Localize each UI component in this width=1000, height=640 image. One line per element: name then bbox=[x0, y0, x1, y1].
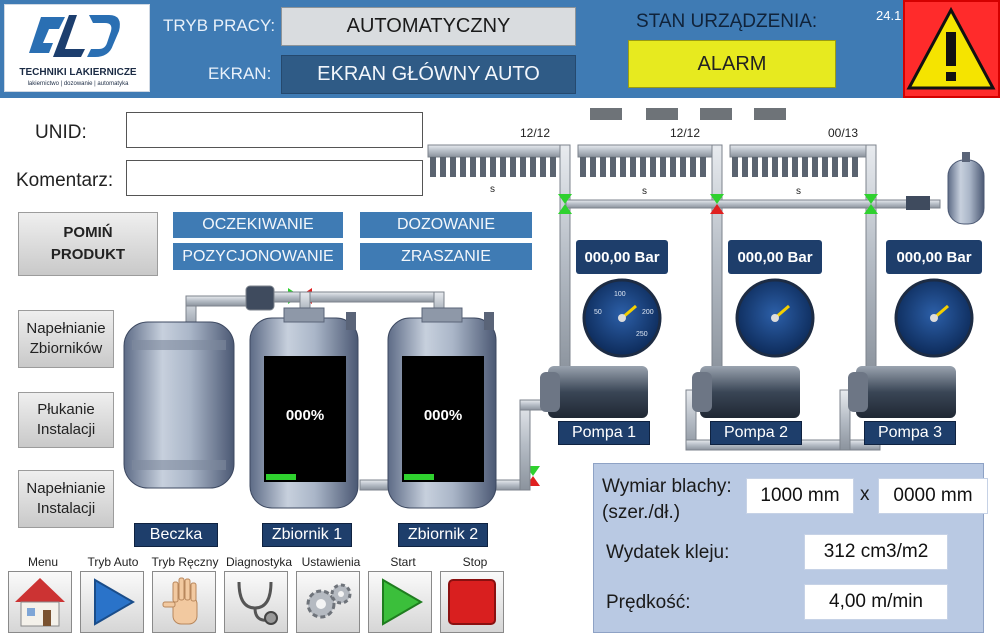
menu-button[interactable] bbox=[8, 571, 72, 633]
pump-2-label: Pompa 2 bbox=[710, 421, 802, 445]
date-text: 24.1 bbox=[876, 8, 902, 23]
pump-3-label: Pompa 3 bbox=[864, 421, 956, 445]
mode-field: AUTOMATYCZNY bbox=[281, 7, 576, 46]
indicator-bar bbox=[646, 108, 678, 120]
unid-label: UNID: bbox=[35, 122, 87, 143]
speed-field[interactable]: 4,00 m/min bbox=[804, 584, 948, 620]
sheet-length-field[interactable]: 0000 mm bbox=[878, 478, 988, 514]
unid-input[interactable] bbox=[126, 112, 423, 148]
nav-label-manual: Tryb Ręczny bbox=[151, 555, 219, 569]
stop-icon bbox=[448, 579, 496, 625]
glue-output-field[interactable]: 312 cm3/m2 bbox=[804, 534, 948, 570]
stop-button[interactable] bbox=[440, 571, 504, 633]
auto-mode-button[interactable] bbox=[80, 571, 144, 633]
nav-label-stop: Stop bbox=[462, 555, 488, 569]
sheet-width-field[interactable]: 1000 mm bbox=[746, 478, 854, 514]
status-positioning: POZYCJONOWANIE bbox=[173, 243, 343, 270]
logo-subtitle: lakiernictwo | dozowanie | automatyka bbox=[27, 81, 129, 87]
comment-input[interactable] bbox=[126, 160, 423, 196]
mode-label: TRYB PRACY: bbox=[163, 16, 276, 35]
unit-2: s bbox=[642, 186, 647, 197]
nav-label-auto: Tryb Auto bbox=[87, 555, 139, 569]
process-diagram bbox=[123, 108, 985, 509]
pump-3 bbox=[848, 366, 956, 418]
pump-2 bbox=[692, 366, 800, 418]
nav-label-start: Start bbox=[390, 555, 416, 569]
rinse-installation-button[interactable]: Płukanie Instalacji bbox=[18, 392, 114, 448]
device-state-label: STAN URZĄDZENIA: bbox=[636, 11, 818, 32]
pressure-gauge-3 bbox=[894, 278, 974, 358]
hand-icon bbox=[162, 577, 198, 625]
diagnostics-button[interactable] bbox=[224, 571, 288, 633]
warning-icon bbox=[906, 6, 996, 90]
tank-1 bbox=[249, 307, 359, 509]
fill-tanks-button[interactable]: Napełnianie Zbiorników bbox=[18, 310, 114, 368]
unit-3: s bbox=[796, 186, 801, 197]
counter-line-3: 00/13 bbox=[828, 126, 859, 140]
sheet-size-sublabel: (szer./dł.) bbox=[602, 502, 681, 523]
nozzle-manifold-1 bbox=[427, 144, 561, 177]
screen-label: EKRAN: bbox=[208, 64, 272, 83]
play-icon bbox=[94, 578, 135, 626]
pressure-readout-2: 000,00 Bar bbox=[728, 240, 822, 274]
times-sign: x bbox=[860, 484, 870, 505]
pressure-readout-3: 000,00 Bar bbox=[886, 240, 982, 274]
pump-1 bbox=[540, 366, 648, 418]
indicator-bar bbox=[700, 108, 732, 120]
indicator-bar bbox=[754, 108, 786, 120]
nozzle-manifold-3 bbox=[729, 144, 867, 177]
start-icon bbox=[382, 578, 423, 626]
nav-label-menu: Menu bbox=[27, 555, 59, 569]
glue-output-label: Wydatek kleju: bbox=[606, 542, 730, 563]
fill-installation-button[interactable]: Napełnianie Instalacji bbox=[18, 470, 114, 528]
status-dosing: DOZOWANIE bbox=[360, 212, 532, 238]
tank-2 bbox=[387, 307, 497, 509]
barrel-label: Beczka bbox=[134, 523, 218, 547]
pump-1-label: Pompa 1 bbox=[558, 421, 650, 445]
unit-1: s bbox=[490, 184, 495, 195]
speed-label: Prędkość: bbox=[606, 592, 691, 613]
barrel-tank bbox=[123, 321, 235, 489]
logo-brand-text: TECHNIKI LAKIERNICZE bbox=[19, 67, 137, 78]
accumulator-tank bbox=[906, 152, 985, 225]
tank-2-level: 000% bbox=[423, 406, 463, 424]
screen-field: EKRAN GŁÓWNY AUTO bbox=[281, 55, 576, 94]
nav-label-diagnostics: Diagnostyka bbox=[225, 555, 293, 569]
comment-label: Komentarz: bbox=[16, 170, 114, 191]
tank-1-label: Zbiornik 1 bbox=[262, 523, 352, 547]
pressure-readout-1: 000,00 Bar bbox=[576, 240, 668, 274]
indicator-bar bbox=[590, 108, 622, 120]
nav-label-settings: Ustawienia bbox=[301, 555, 361, 569]
counter-line-1: 12/12 bbox=[520, 126, 551, 140]
stethoscope-icon bbox=[237, 581, 278, 625]
pressure-gauge-2 bbox=[735, 278, 815, 358]
nozzle-manifold-2 bbox=[577, 144, 713, 177]
counter-line-2: 12/12 bbox=[670, 126, 701, 140]
status-spraying: ZRASZANIE bbox=[360, 243, 532, 270]
gauge-tick: 200 bbox=[642, 309, 654, 316]
sheet-size-label: Wymiar blachy: bbox=[602, 476, 732, 497]
status-waiting: OCZEKIWANIE bbox=[173, 212, 343, 238]
gauge-tick: 50 bbox=[594, 309, 602, 316]
gauge-tick: 250 bbox=[636, 331, 648, 338]
tank-2-label: Zbiornik 2 bbox=[398, 523, 488, 547]
gears-icon bbox=[306, 583, 352, 619]
start-button[interactable] bbox=[368, 571, 432, 633]
tank-1-level: 000% bbox=[285, 406, 325, 424]
skip-product-button[interactable]: POMIŃ PRODUKT bbox=[18, 212, 158, 276]
gauge-tick: 100 bbox=[614, 291, 626, 298]
company-logo: TECHNIKI LAKIERNICZE lakiernictwo | dozo… bbox=[4, 4, 150, 92]
house-icon bbox=[15, 578, 65, 627]
settings-button[interactable] bbox=[296, 571, 360, 633]
pressure-gauge-1 bbox=[582, 278, 662, 358]
manual-mode-button[interactable] bbox=[152, 571, 216, 633]
device-state-field: ALARM bbox=[628, 40, 836, 88]
alarm-button[interactable] bbox=[903, 0, 1000, 98]
